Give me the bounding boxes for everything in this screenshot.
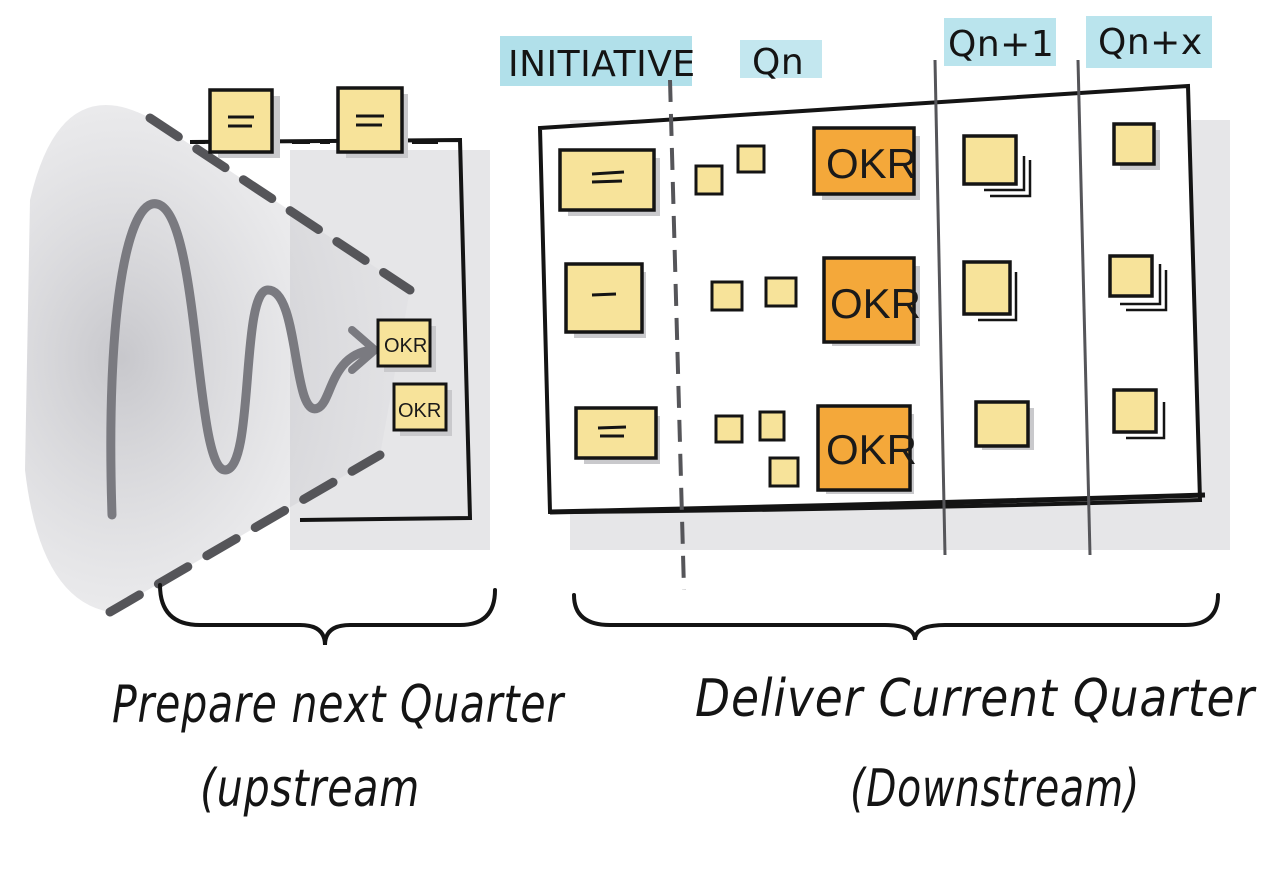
header-qn: Qn — [752, 42, 804, 83]
header-highlight-qnx — [1086, 16, 1212, 68]
funnel-wave-arrow — [106, 199, 377, 520]
downstream-brace — [572, 593, 1220, 641]
header-qn1: Qn+1 — [948, 24, 1054, 65]
column-divider-qn1 — [933, 59, 947, 556]
okr-note-row-3: OKR — [816, 404, 917, 494]
initiative-sticky-2 — [564, 262, 646, 338]
downstream-label-line2: (Downstream) — [850, 759, 1140, 819]
initiative-sticky-3 — [574, 406, 660, 464]
arrow-head-icon — [348, 326, 379, 374]
upstream-okr-note-2: OKR — [392, 382, 452, 436]
upstream-label-line2: (upstream — [200, 759, 420, 819]
qn1-note-row-1 — [962, 134, 1032, 198]
header-highlight-qn — [740, 40, 822, 78]
qn-tasks-row-2 — [710, 276, 798, 312]
qn1-note-row-3 — [974, 400, 1034, 450]
qnx-note-row-3 — [1112, 388, 1166, 440]
okr-label: OKR — [384, 335, 427, 357]
okr-label: OKR — [398, 400, 441, 422]
column-divider-qnx — [1076, 59, 1092, 556]
funnel-dashed-lower — [105, 450, 385, 617]
qn1-note-row-2 — [962, 260, 1018, 322]
okr-note-row-2: OKR — [822, 256, 921, 346]
okr-label: OKR — [830, 280, 921, 327]
okr-label: OKR — [826, 426, 917, 473]
qn-tasks-row-3 — [714, 410, 800, 488]
column-divider-dashed — [668, 79, 686, 591]
okr-note-row-1: OKR — [812, 126, 920, 200]
qn-tasks-row-1 — [694, 144, 766, 196]
upstream-brace — [158, 583, 497, 646]
qnx-note-row-2 — [1108, 254, 1168, 312]
header-highlight-qn1 — [944, 18, 1056, 66]
upstream-okr-note-1: OKR — [376, 318, 436, 372]
funnel-dashed-upper — [145, 113, 415, 295]
upstream-funnel — [25, 105, 410, 612]
header-initiative: INITIATIVE — [508, 44, 696, 85]
header-qnx: Qn+x — [1098, 22, 1203, 63]
upstream-label-line1: Prepare next Quarter — [112, 675, 566, 735]
qnx-note-row-1 — [1112, 122, 1160, 170]
initiative-sticky-1 — [558, 148, 660, 216]
okr-label: OKR — [826, 140, 917, 187]
upstream-top-stickies — [190, 86, 438, 158]
downstream-label-line1: Deliver Current Quarter — [695, 669, 1257, 729]
header-highlight-initiative — [500, 36, 692, 86]
